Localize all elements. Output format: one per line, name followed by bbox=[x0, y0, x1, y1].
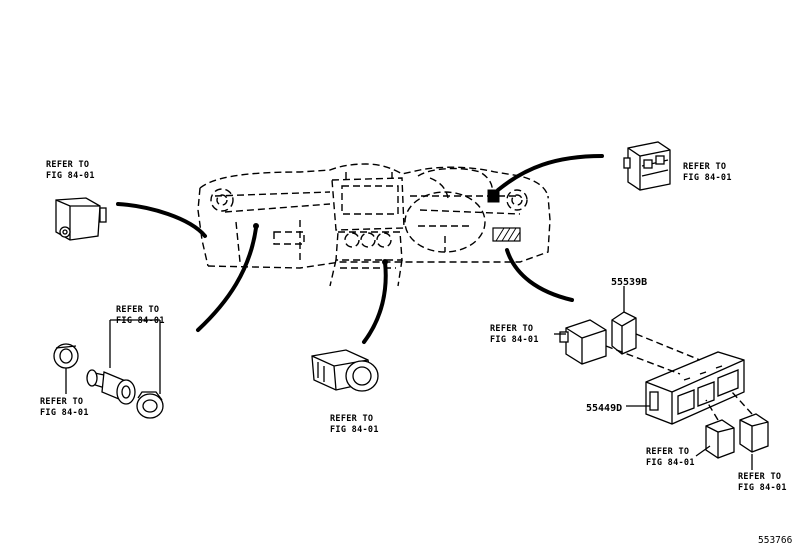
socket-part-center bbox=[311, 349, 379, 392]
socket-part-left bbox=[55, 197, 107, 241]
callout-lines bbox=[65, 286, 753, 470]
reference-label-7: REFER TO FIG 84-01 bbox=[646, 447, 695, 468]
svg-text:REFER TO: REFER TO bbox=[46, 160, 89, 170]
reference-label-6: REFER TO FIG 84-01 bbox=[490, 324, 539, 345]
switch-part-bottom-b bbox=[739, 413, 769, 453]
reference-label-4: REFER TO FIG 84-01 bbox=[40, 397, 89, 418]
part-number-55539b: 55539B bbox=[611, 277, 647, 288]
switch-part-top-right bbox=[623, 141, 671, 191]
svg-text:FIG 84-01: FIG 84-01 bbox=[330, 425, 379, 435]
reference-label-8: REFER TO FIG 84-01 bbox=[738, 472, 787, 493]
svg-text:FIG 84-01: FIG 84-01 bbox=[646, 458, 695, 468]
switch-panel-55449d bbox=[645, 351, 745, 425]
svg-text:REFER TO: REFER TO bbox=[646, 447, 689, 457]
leader-curves bbox=[116, 154, 604, 344]
reference-label-3: REFER TO FIG 84-01 bbox=[116, 305, 165, 326]
instrument-panel bbox=[197, 163, 551, 287]
svg-text:REFER TO: REFER TO bbox=[330, 414, 373, 424]
svg-text:REFER TO: REFER TO bbox=[683, 162, 726, 172]
part-number-55449d: 55449D bbox=[586, 403, 622, 414]
svg-text:FIG 84-01: FIG 84-01 bbox=[40, 408, 89, 418]
reference-label-5: REFER TO FIG 84-01 bbox=[330, 414, 379, 435]
reference-label-2: REFER TO FIG 84-01 bbox=[683, 162, 732, 183]
svg-text:FIG 84-01: FIG 84-01 bbox=[683, 173, 732, 183]
svg-text:FIG 84-01: FIG 84-01 bbox=[738, 483, 787, 493]
svg-text:FIG 84-01: FIG 84-01 bbox=[490, 335, 539, 345]
illustration-number: 553766 bbox=[758, 535, 793, 546]
svg-text:REFER TO: REFER TO bbox=[490, 324, 533, 334]
switch-part-lower-left bbox=[559, 319, 607, 365]
svg-text:REFER TO: REFER TO bbox=[116, 305, 159, 315]
reference-label-1: REFER TO FIG 84-01 bbox=[46, 160, 95, 181]
switch-part-55539b bbox=[611, 311, 637, 355]
svg-text:REFER TO: REFER TO bbox=[738, 472, 781, 482]
switch-part-bottom-a bbox=[705, 419, 735, 459]
svg-text:FIG 84-01: FIG 84-01 bbox=[116, 316, 165, 326]
lighter-parts-left bbox=[53, 343, 164, 419]
svg-text:FIG 84-01: FIG 84-01 bbox=[46, 171, 95, 181]
svg-text:REFER TO: REFER TO bbox=[40, 397, 83, 407]
